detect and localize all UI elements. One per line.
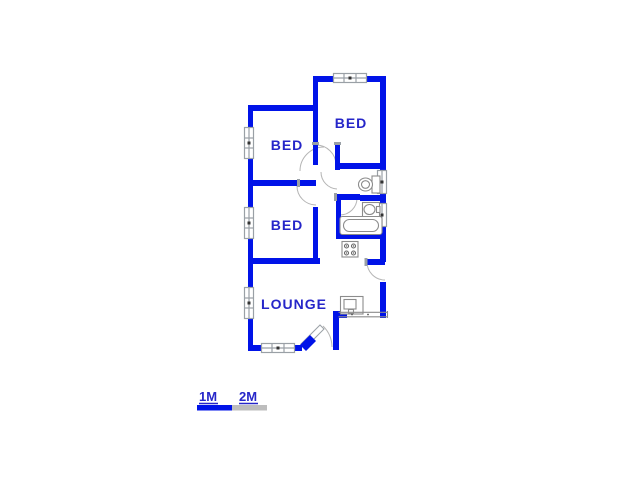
room-label-bed-top-right: BED: [335, 115, 368, 131]
kitchen-counter: [338, 311, 389, 318]
basin-icon: [361, 201, 381, 218]
wall: [360, 195, 385, 201]
wall: [337, 163, 385, 169]
door-swing-arc: [315, 144, 337, 166]
wall: [380, 282, 386, 318]
door-leaf: [337, 194, 360, 200]
door-swing-arc: [299, 146, 325, 172]
door-jamb: [312, 142, 319, 145]
toilet-icon: [357, 175, 381, 194]
windows: [243, 72, 388, 354]
fixtures: [338, 175, 389, 318]
scale-bar-segment-filled: [197, 405, 232, 411]
door-swing-arc: [339, 197, 358, 216]
door-leaf: [300, 180, 316, 186]
wall: [248, 105, 318, 111]
room-label-bed-lower-left: BED: [271, 217, 304, 233]
door-jambs: [297, 142, 368, 266]
room-label-lounge: LOUNGE: [261, 296, 327, 312]
door-jamb: [364, 258, 368, 266]
door-jamb: [334, 193, 337, 201]
wall: [336, 200, 341, 239]
wall: [248, 180, 297, 186]
wall: [313, 207, 318, 264]
room-label-bed-upper-left: BED: [271, 137, 304, 153]
room-labels: BED BED BED LOUNGE: [261, 115, 368, 312]
scale-label-2m: 2M: [239, 389, 257, 404]
scale-label-1m: 1M: [199, 389, 217, 404]
window: [243, 206, 255, 240]
wall: [333, 311, 339, 350]
window: [332, 72, 368, 84]
wall: [335, 145, 340, 170]
door-leaf: [367, 259, 385, 265]
wall: [313, 76, 318, 165]
scale-bar: 1M 2M: [197, 389, 267, 411]
window: [260, 342, 296, 354]
window: [243, 126, 255, 160]
stove-icon: [341, 240, 359, 258]
window: [243, 286, 255, 320]
wall: [337, 233, 385, 239]
door-leaf: [300, 335, 316, 351]
bathtub-icon: [339, 215, 383, 236]
door-swing-arc: [320, 171, 338, 190]
kitchen-sink-icon: [339, 295, 364, 315]
wall: [248, 258, 320, 264]
scale-bar-segment-empty: [232, 405, 267, 411]
door-jamb: [334, 142, 341, 145]
door-swing-arc: [322, 325, 333, 348]
door-swing-arc: [296, 185, 317, 206]
door-jamb: [297, 179, 300, 187]
